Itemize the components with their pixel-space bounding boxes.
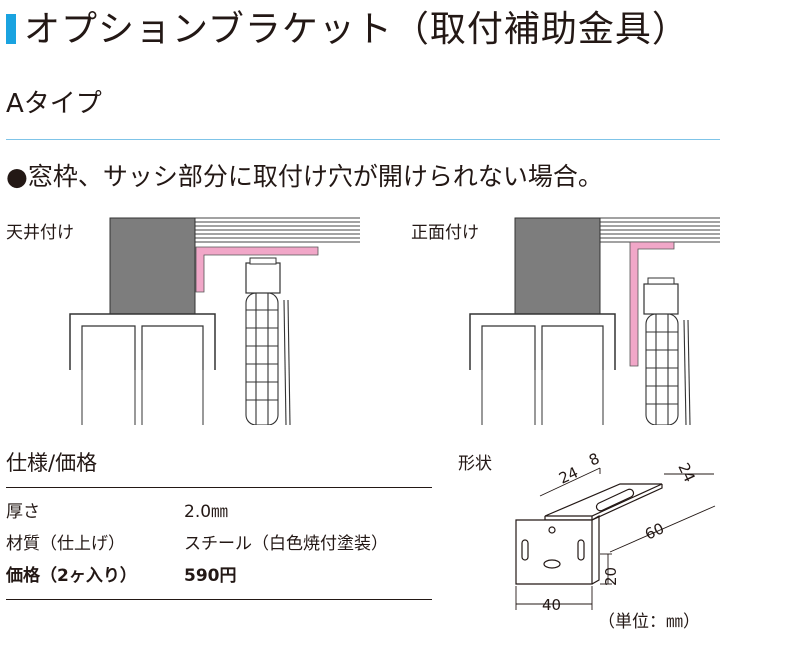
dim-60: 60	[642, 519, 667, 543]
front-mount-diagram	[469, 217, 720, 425]
ceiling-lines	[600, 217, 720, 243]
lead-text: ●窓枠、サッシ部分に取付け穴が開けられない場合。	[6, 162, 603, 191]
section-subtitle: Aタイプ	[6, 89, 102, 119]
spec-divider-top	[6, 487, 432, 488]
spec-value: 590円	[184, 566, 237, 586]
ceiling-mount-label: 天井付け	[6, 223, 74, 243]
blind-head	[643, 283, 679, 315]
blind-head	[245, 262, 281, 294]
unit-note: （単位：㎜）	[598, 612, 700, 632]
bracket-shape-drawing: 24 8 24 60 20 40	[515, 449, 716, 614]
pink-bracket	[629, 241, 675, 367]
subtitle-divider	[6, 139, 720, 140]
dim-24-top: 24	[556, 463, 581, 487]
wall-block	[514, 217, 601, 315]
blind-slats	[245, 292, 291, 425]
spec-value: 2.0㎜	[184, 502, 229, 522]
spec-key: 材質（仕上げ）	[6, 534, 125, 554]
page-title: オプションブラケット（取付補助金具）	[24, 9, 689, 50]
wall-block	[109, 217, 196, 315]
shape-label: 形状	[458, 454, 492, 474]
spec-divider-bottom	[6, 599, 432, 600]
ceiling-mount-diagram	[69, 217, 360, 425]
dim-20: 20	[602, 567, 620, 586]
dim-24-side: 24	[674, 460, 698, 485]
spec-value: スチール（白色焼付塗装）	[184, 534, 388, 554]
spec-key: 厚さ	[6, 502, 40, 522]
title-accent-bar	[6, 14, 16, 44]
pink-bracket	[195, 246, 319, 293]
spec-row-material: 材質（仕上げ） スチール（白色焼付塗装）	[6, 529, 432, 559]
spec-row-thickness: 厚さ 2.0㎜	[6, 497, 432, 527]
spec-row-price: 価格（2ヶ入り） 590円	[6, 561, 432, 591]
blind-slats	[645, 313, 691, 425]
front-mount-label: 正面付け	[411, 223, 479, 243]
spec-heading: 仕様/価格	[6, 451, 98, 475]
spec-key: 価格（2ヶ入り）	[6, 566, 137, 586]
ceiling-lines	[195, 217, 360, 243]
dim-8: 8	[586, 449, 602, 469]
dim-40: 40	[542, 596, 561, 614]
